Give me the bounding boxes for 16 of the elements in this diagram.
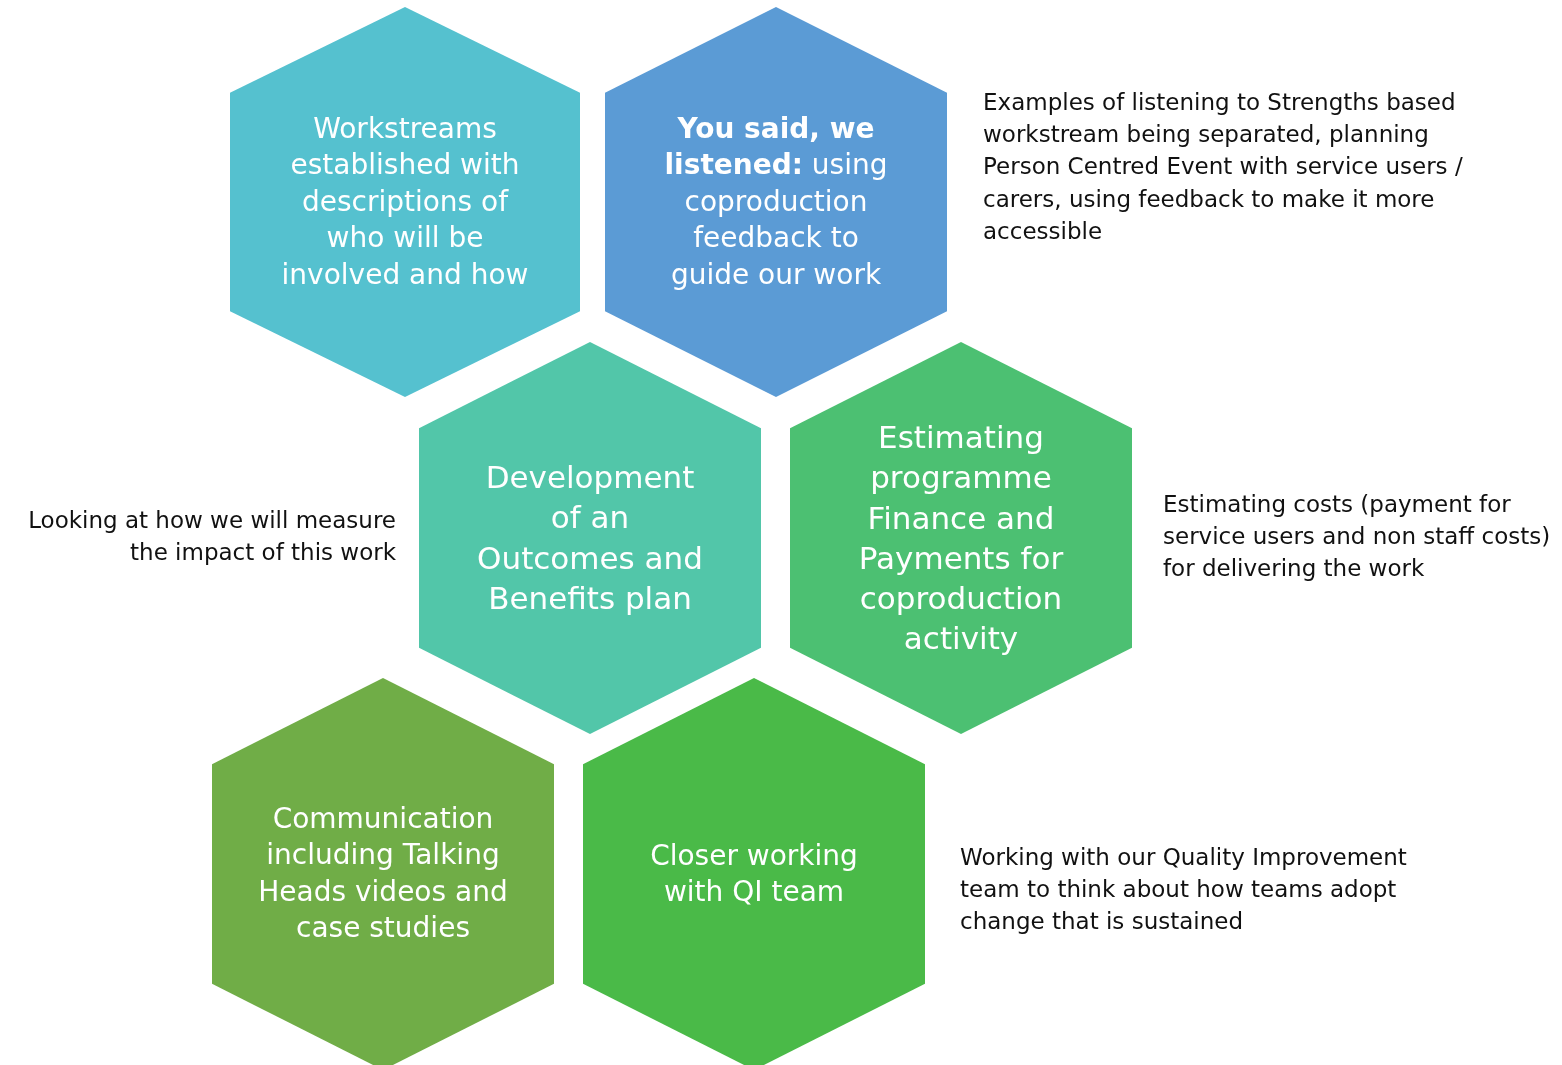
note-text: Estimating costs (payment for service users and non staff costs) for delivering the work — [1163, 490, 1552, 584]
hexagon-text: Development of an Outcomes and Benefits plan — [476, 458, 704, 619]
hexagon-shape — [212, 678, 554, 1065]
hexagon-text: Workstreams established with descriptions of who will be involved and how — [280, 111, 530, 293]
hexagon-shape — [790, 342, 1132, 734]
note-text: Looking at how we will measure the impact of this work — [27, 506, 396, 568]
note-text: Working with our Quality Improvement team to think about how teams adopt change that is sustained — [960, 843, 1408, 937]
hexagon-shape — [419, 342, 761, 734]
hexagon-shape — [230, 7, 580, 397]
hexagon-text: Closer working with QI team — [649, 837, 859, 910]
hexagon-shape — [605, 7, 947, 397]
hexagon-text: Communication including Talking Heads videos and case studies — [258, 801, 508, 947]
hexagon-text: You said, we listened: using coproduction feedback to guide our work — [663, 111, 889, 293]
note-text: Examples of listening to Strengths based workstream being separated, planning Person Centred Event with service users / carers, using feedback to make it more accessible — [983, 88, 1464, 246]
hexagon-shape — [583, 678, 925, 1065]
hexagon-text: Estimating programme Finance and Payments for coproduction activity — [857, 418, 1065, 659]
